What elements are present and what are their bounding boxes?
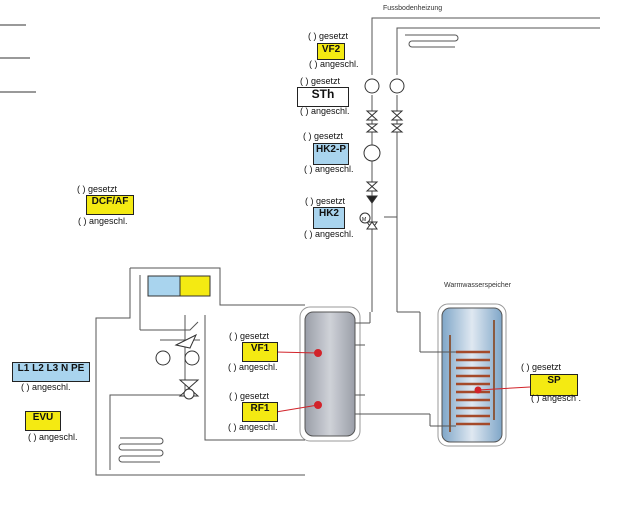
floor-heating-coil xyxy=(371,17,600,75)
sp-connected[interactable]: ( ) angesch . xyxy=(531,393,582,403)
hk2-connected[interactable]: ( ) angeschl. xyxy=(304,229,354,239)
vf1-tag: VF1 xyxy=(242,342,278,362)
sp-set[interactable]: ( ) gesetzt xyxy=(521,362,562,372)
hk2-set[interactable]: ( ) gesetzt xyxy=(305,196,346,206)
dhw-connections xyxy=(419,312,456,427)
rf1-tag: RF1 xyxy=(242,402,278,422)
evu-connected[interactable]: ( ) angeschl. xyxy=(28,432,78,442)
power-connected[interactable]: ( ) angeschl. xyxy=(21,382,71,392)
sensor-markers xyxy=(275,349,531,413)
dcf-tag: DCF/AF xyxy=(86,195,134,215)
sth-label: STh xyxy=(311,87,335,101)
power-label: L1 L2 L3 N PE xyxy=(17,363,85,374)
valve-stack xyxy=(359,78,405,230)
vf2-set[interactable]: ( ) gesetzt xyxy=(308,31,349,41)
rf1-connected[interactable]: ( ) angeschl. xyxy=(228,422,278,432)
dcf-label: DCF/AF xyxy=(91,196,129,207)
rf1-label: RF1 xyxy=(250,403,270,414)
dcf-set[interactable]: ( ) gesetzt xyxy=(77,184,118,194)
evu-tag: EVU xyxy=(25,411,61,431)
power-tag: L1 L2 L3 N PE xyxy=(12,362,90,382)
vf2-connected[interactable]: ( ) angeschl. xyxy=(309,59,359,69)
rf1-set[interactable]: ( ) gesetzt xyxy=(229,391,270,401)
sp-tag: SP xyxy=(530,374,578,396)
sth-set[interactable]: ( ) gesetzt xyxy=(300,76,341,86)
legend-lines xyxy=(0,24,36,93)
hk2p-label: HK2-P xyxy=(315,144,346,155)
vf2-tag: VF2 xyxy=(317,43,345,60)
vf1-set[interactable]: ( ) gesetzt xyxy=(229,331,270,341)
hk2-label: HK2 xyxy=(318,208,339,219)
buffer-connections xyxy=(355,312,430,415)
vf1-connected[interactable]: ( ) angeschl. xyxy=(228,362,278,372)
floor-heating-caption: Fussbodenheizung xyxy=(383,5,443,12)
hp-components xyxy=(155,333,200,400)
svg-text:M: M xyxy=(362,217,366,223)
hk2p-set[interactable]: ( ) gesetzt xyxy=(303,131,344,141)
outdoor-unit-box xyxy=(147,275,211,297)
sth-tag: STh xyxy=(297,87,349,107)
dcf-connected[interactable]: ( ) angeschl. xyxy=(78,216,128,226)
dhw-tank xyxy=(437,303,507,447)
vf2-label: VF2 xyxy=(321,44,341,55)
floor-loop-bottom-left xyxy=(118,437,164,463)
sp-label: SP xyxy=(547,375,561,386)
hk2p-tag: HK2-P xyxy=(313,143,349,165)
dhw-tank-caption: Warmwasserspeicher xyxy=(444,282,512,289)
evu-label: EVU xyxy=(32,412,54,423)
hk2-tag: HK2 xyxy=(313,207,345,229)
buffer-tank xyxy=(299,306,361,442)
vf1-label: VF1 xyxy=(250,343,270,354)
hk2p-connected[interactable]: ( ) angeschl. xyxy=(304,164,354,174)
sth-connected[interactable]: ( ) angeschl. xyxy=(300,106,350,116)
